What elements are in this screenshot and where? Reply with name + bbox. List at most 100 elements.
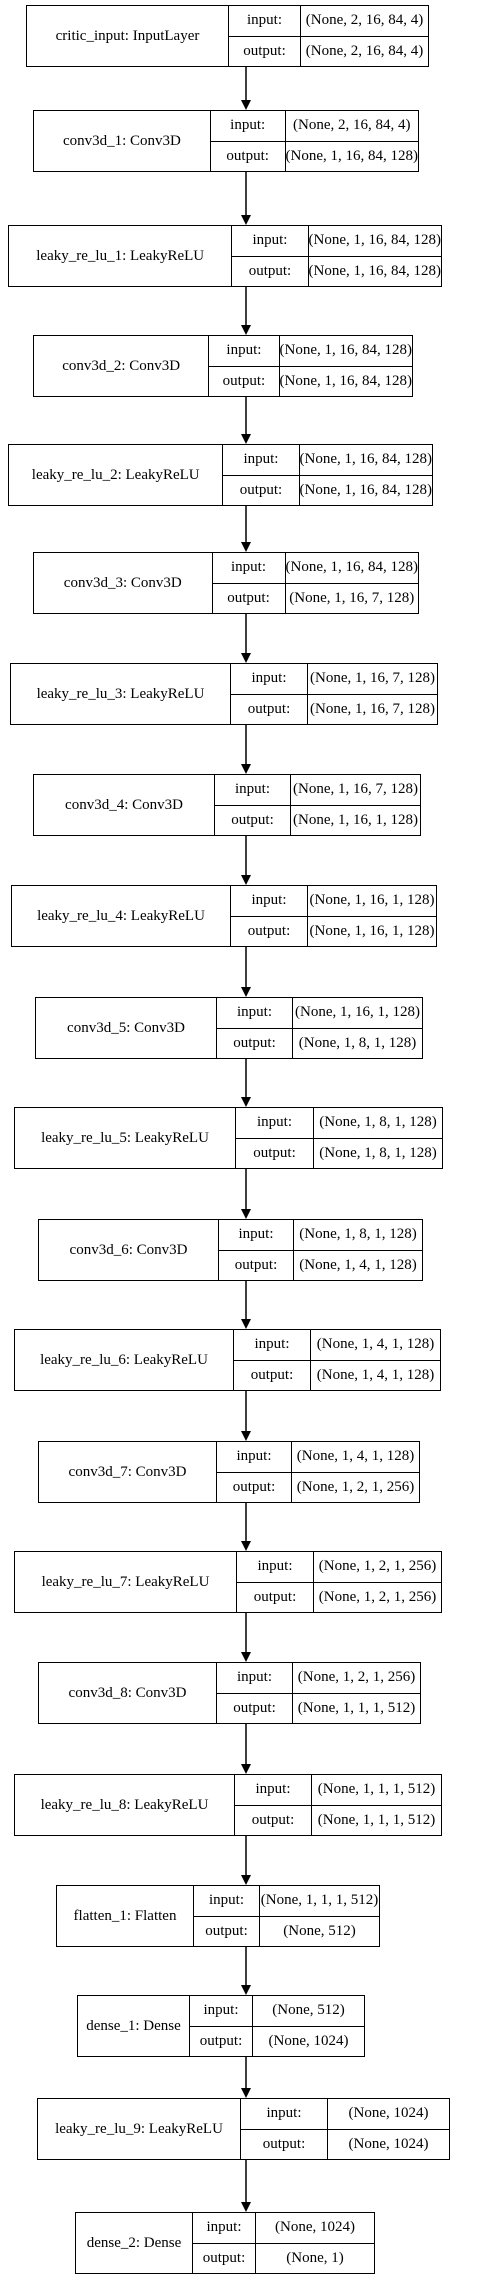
edge-arrow xyxy=(241,1947,251,1995)
output-shape: (None, 1, 16, 7, 128) xyxy=(289,589,415,606)
layer-name: conv3d_7: Conv3D xyxy=(39,1442,217,1502)
layer-name: flatten_1: Flatten xyxy=(57,1886,194,1946)
output-label: output: xyxy=(227,589,270,606)
output-label: output: xyxy=(205,1922,248,1939)
input-shape: (None, 1, 8, 1, 128) xyxy=(314,1108,442,1139)
edge-arrow xyxy=(241,67,251,110)
input-shape: (None, 1, 2, 1, 256) xyxy=(314,1552,441,1583)
layer-name: leaky_re_lu_7: LeakyReLU xyxy=(15,1552,237,1612)
edge-arrow xyxy=(241,1169,251,1219)
output-label: output: xyxy=(233,1034,276,1051)
output-shape: (None, 1, 16, 84, 128) xyxy=(285,147,418,164)
output-shape: (None, 1, 4, 1, 128) xyxy=(299,1256,417,1273)
output-shape: (None, 1, 16, 7, 128) xyxy=(310,700,435,717)
input-shape: (None, 1, 1, 1, 512) xyxy=(312,1775,441,1806)
output-label: output: xyxy=(226,147,269,164)
input-shape: (None, 1, 8, 1, 128) xyxy=(294,1220,422,1251)
layer-name: leaky_re_lu_3: LeakyReLU xyxy=(11,664,231,724)
output-shape: (None, 1024) xyxy=(268,2032,349,2049)
output-shape: (None, 1, 16, 84, 128) xyxy=(308,262,441,279)
input-label: input: xyxy=(219,1220,293,1251)
edge-arrow xyxy=(241,172,251,225)
input-shape: (None, 1024) xyxy=(328,2099,449,2130)
edge-arrow xyxy=(241,836,251,885)
output-shape: (None, 1, 1, 1, 512) xyxy=(297,1699,416,1716)
output-label: output: xyxy=(234,1256,278,1273)
edge-arrow xyxy=(241,2057,251,2098)
edge-arrow xyxy=(241,397,251,444)
output-label: output: xyxy=(233,1699,276,1716)
input-label: input: xyxy=(190,1996,252,2027)
input-label: input: xyxy=(212,553,285,584)
layer-name: dense_1: Dense xyxy=(78,1996,190,2056)
edge-arrow xyxy=(241,614,251,663)
input-shape: (None, 2, 16, 84, 4) xyxy=(301,6,428,37)
output-shape: (None, 1024) xyxy=(348,2135,429,2152)
output-label: output: xyxy=(202,2249,246,2266)
output-label: output: xyxy=(199,2032,243,2049)
input-label: input: xyxy=(209,336,279,367)
output-shape: (None, 1, 16, 1, 128) xyxy=(309,922,435,939)
edge-arrow xyxy=(241,1613,251,1662)
layer-name: leaky_re_lu_4: LeakyReLU xyxy=(12,886,231,946)
edge-arrow xyxy=(241,1503,251,1551)
layer-name: leaky_re_lu_9: LeakyReLU xyxy=(38,2099,241,2159)
edge-arrow xyxy=(241,1836,251,1885)
edge-arrow xyxy=(241,725,251,774)
output-label: output: xyxy=(253,1588,297,1605)
input-label: input: xyxy=(210,111,285,142)
layer-name: leaky_re_lu_5: LeakyReLU xyxy=(15,1108,236,1168)
layer-name: conv3d_2: Conv3D xyxy=(34,336,210,396)
input-shape: (None, 1, 4, 1, 128) xyxy=(292,1442,419,1473)
edge-arrow xyxy=(241,1724,251,1774)
output-label: output: xyxy=(251,1811,295,1828)
input-label: input: xyxy=(231,886,307,917)
output-shape: (None, 1, 16, 1, 128) xyxy=(293,811,418,828)
output-shape: (None, 512) xyxy=(283,1922,356,1939)
input-shape: (None, 1, 16, 1, 128) xyxy=(293,998,422,1029)
output-shape: (None, 1) xyxy=(286,2249,344,2266)
output-label: output: xyxy=(250,1366,294,1383)
output-shape: (None, 1, 2, 1, 256) xyxy=(318,1588,437,1605)
edge-arrow xyxy=(241,1059,251,1107)
edge-arrow xyxy=(241,506,251,552)
layer-name: conv3d_6: Conv3D xyxy=(39,1220,219,1280)
input-label: input: xyxy=(236,1108,313,1139)
input-label: input: xyxy=(235,1775,311,1806)
layer-name: leaky_re_lu_1: LeakyReLU xyxy=(9,226,233,286)
input-shape: (None, 1, 16, 84, 128) xyxy=(279,336,412,367)
output-label: output: xyxy=(248,262,292,279)
edge-arrow xyxy=(241,1281,251,1329)
edge-arrow xyxy=(241,287,251,335)
input-shape: (None, 1, 16, 84, 128) xyxy=(285,553,418,584)
input-label: input: xyxy=(217,1442,291,1473)
input-label: input: xyxy=(217,1663,292,1694)
input-shape: (None, 1, 4, 1, 128) xyxy=(311,1330,440,1361)
output-shape: (None, 2, 16, 84, 4) xyxy=(305,42,424,59)
layer-name: conv3d_8: Conv3D xyxy=(39,1663,217,1723)
input-label: input: xyxy=(241,2099,327,2130)
input-shape: (None, 1, 16, 84, 128) xyxy=(299,445,432,476)
output-label: output: xyxy=(222,372,266,389)
layer-name: leaky_re_lu_8: LeakyReLU xyxy=(15,1775,235,1835)
input-label: input: xyxy=(194,1886,259,1917)
